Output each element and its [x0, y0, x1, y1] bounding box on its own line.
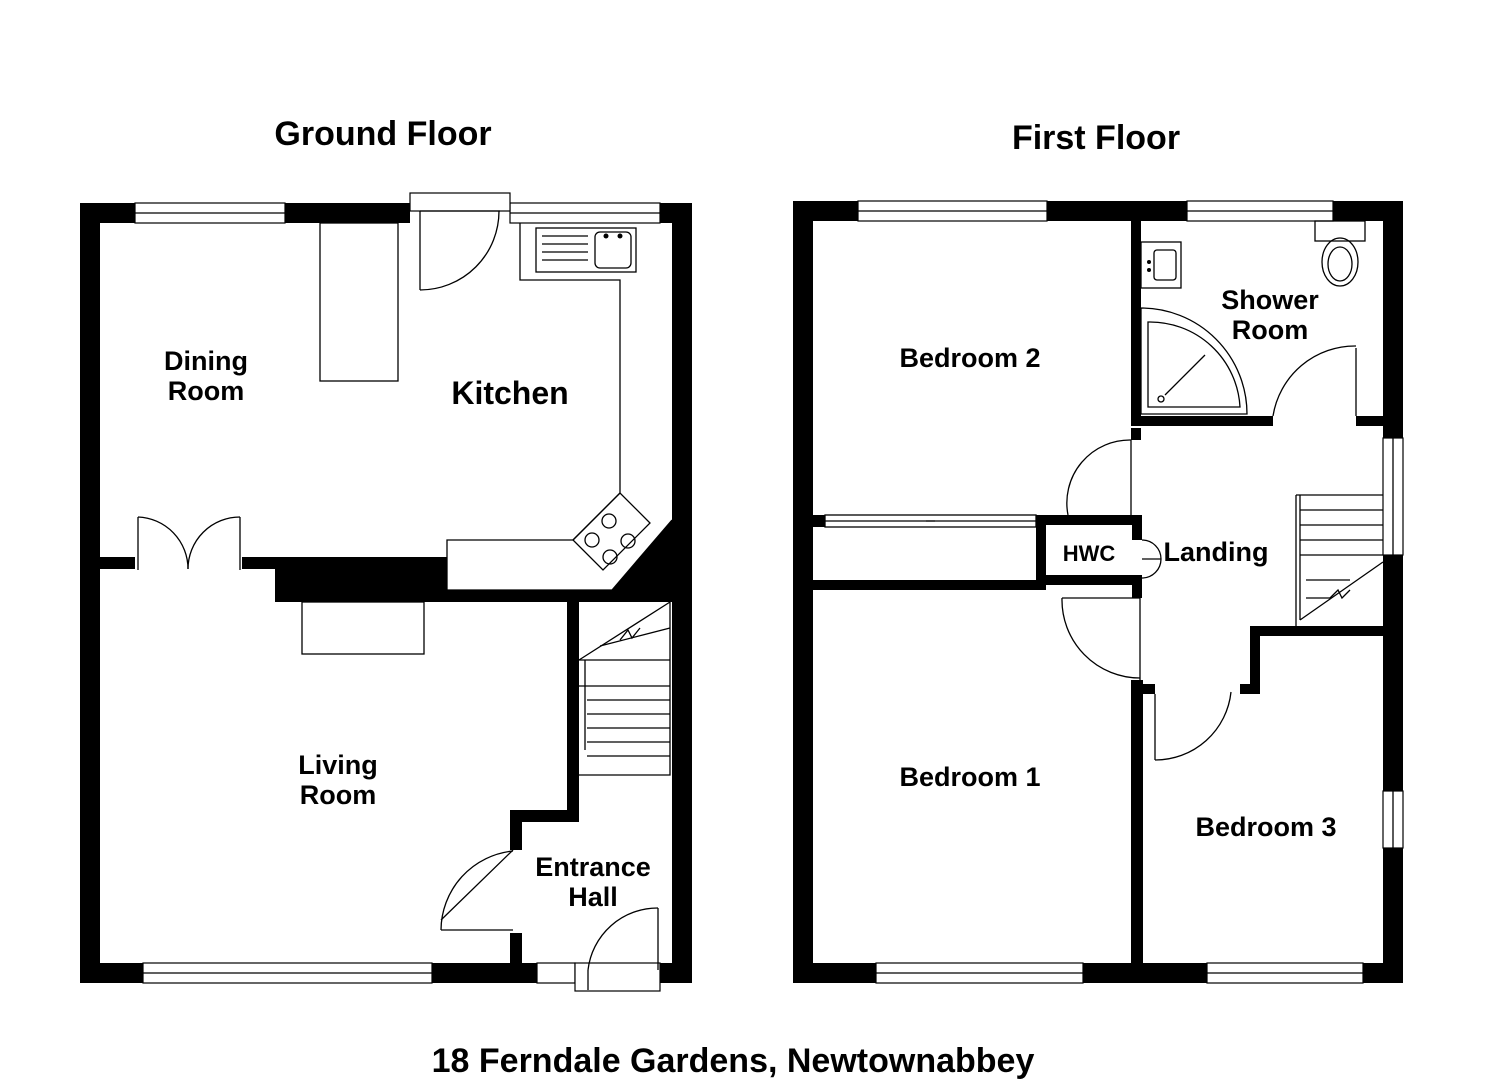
wall	[1047, 201, 1187, 221]
wall	[242, 557, 277, 569]
wall	[80, 963, 143, 983]
door-swing	[1061, 597, 1141, 679]
shower-room-label: Room	[1232, 315, 1309, 345]
door-swing	[1154, 691, 1232, 761]
shower-room-label: Shower	[1221, 285, 1319, 315]
ground-floor-title: Ground Floor	[274, 115, 491, 153]
wall	[813, 580, 1046, 590]
wall	[1356, 416, 1383, 426]
wall	[1333, 201, 1403, 221]
entrance-hall-label: Hall	[568, 882, 618, 912]
wall	[1143, 684, 1155, 694]
kitchen-label: Kitchen	[451, 375, 568, 411]
wall	[285, 203, 410, 223]
door-swing	[1066, 439, 1132, 516]
wall	[1250, 626, 1403, 636]
wall	[813, 515, 825, 527]
door-swing	[137, 516, 189, 570]
wall	[1036, 575, 1142, 585]
wall	[660, 203, 692, 223]
wall	[1132, 578, 1142, 598]
dining-room-label: Room	[168, 376, 245, 406]
living-room-label: Room	[300, 780, 377, 810]
address-caption: 18 Ferndale Gardens, Newtownabbey	[432, 1042, 1035, 1080]
wall	[1250, 626, 1260, 692]
wall	[80, 203, 135, 223]
bedroom-2-label: Bedroom 2	[899, 343, 1040, 373]
bedroom-3-label: Bedroom 3	[1195, 812, 1336, 842]
wall	[567, 600, 579, 820]
wall	[1240, 684, 1260, 694]
wall	[510, 810, 579, 822]
door-swing	[419, 210, 500, 291]
hob-icon	[572, 492, 651, 571]
wall	[447, 590, 692, 602]
staircase	[578, 600, 671, 776]
wall	[793, 201, 858, 221]
wall	[1383, 201, 1403, 438]
sink-icon	[535, 227, 637, 273]
wall	[660, 963, 692, 983]
hwc-label: HWC	[1063, 541, 1116, 566]
dining-room-label: Dining	[164, 346, 248, 376]
wall	[1083, 963, 1207, 983]
wall	[1383, 848, 1403, 983]
wall	[793, 201, 813, 983]
chimney-breast	[275, 557, 447, 602]
wall	[1131, 428, 1141, 440]
breakfast-bar	[319, 222, 399, 382]
wall	[612, 520, 672, 600]
wall	[1131, 416, 1273, 426]
wall	[80, 203, 100, 983]
wall	[1036, 515, 1046, 585]
door-frame	[409, 192, 511, 212]
landing-label: Landing	[1164, 537, 1269, 567]
staircase	[1295, 494, 1384, 626]
door-swing	[1272, 345, 1357, 417]
door-swing	[187, 516, 241, 570]
ground-floor-plan: Ground Floor Dining Room Kitchen Living …	[80, 115, 692, 992]
shower-icon	[1140, 307, 1248, 415]
bedroom-1-label: Bedroom 1	[899, 762, 1040, 792]
toilet-icon	[1314, 220, 1366, 287]
wall	[510, 933, 522, 973]
living-room-label: Living	[298, 750, 378, 780]
first-floor-plan: First Floor Bedroom 2 Shower Room HWC La…	[793, 119, 1404, 984]
door-swing	[440, 850, 514, 931]
hearth	[301, 601, 425, 655]
entrance-hall-label: Entrance	[535, 852, 651, 882]
wall	[510, 810, 522, 850]
wall	[1132, 515, 1142, 540]
wall	[1383, 555, 1403, 791]
door-swing	[587, 907, 659, 971]
wall	[100, 557, 135, 569]
wall	[1131, 221, 1141, 426]
wall	[1036, 515, 1142, 525]
basin-icon	[1140, 241, 1182, 289]
first-floor-title: First Floor	[1012, 119, 1180, 157]
window	[536, 962, 576, 984]
wall	[1363, 963, 1403, 983]
wall	[793, 963, 876, 983]
door-frame	[574, 962, 661, 992]
wall	[1131, 680, 1143, 973]
